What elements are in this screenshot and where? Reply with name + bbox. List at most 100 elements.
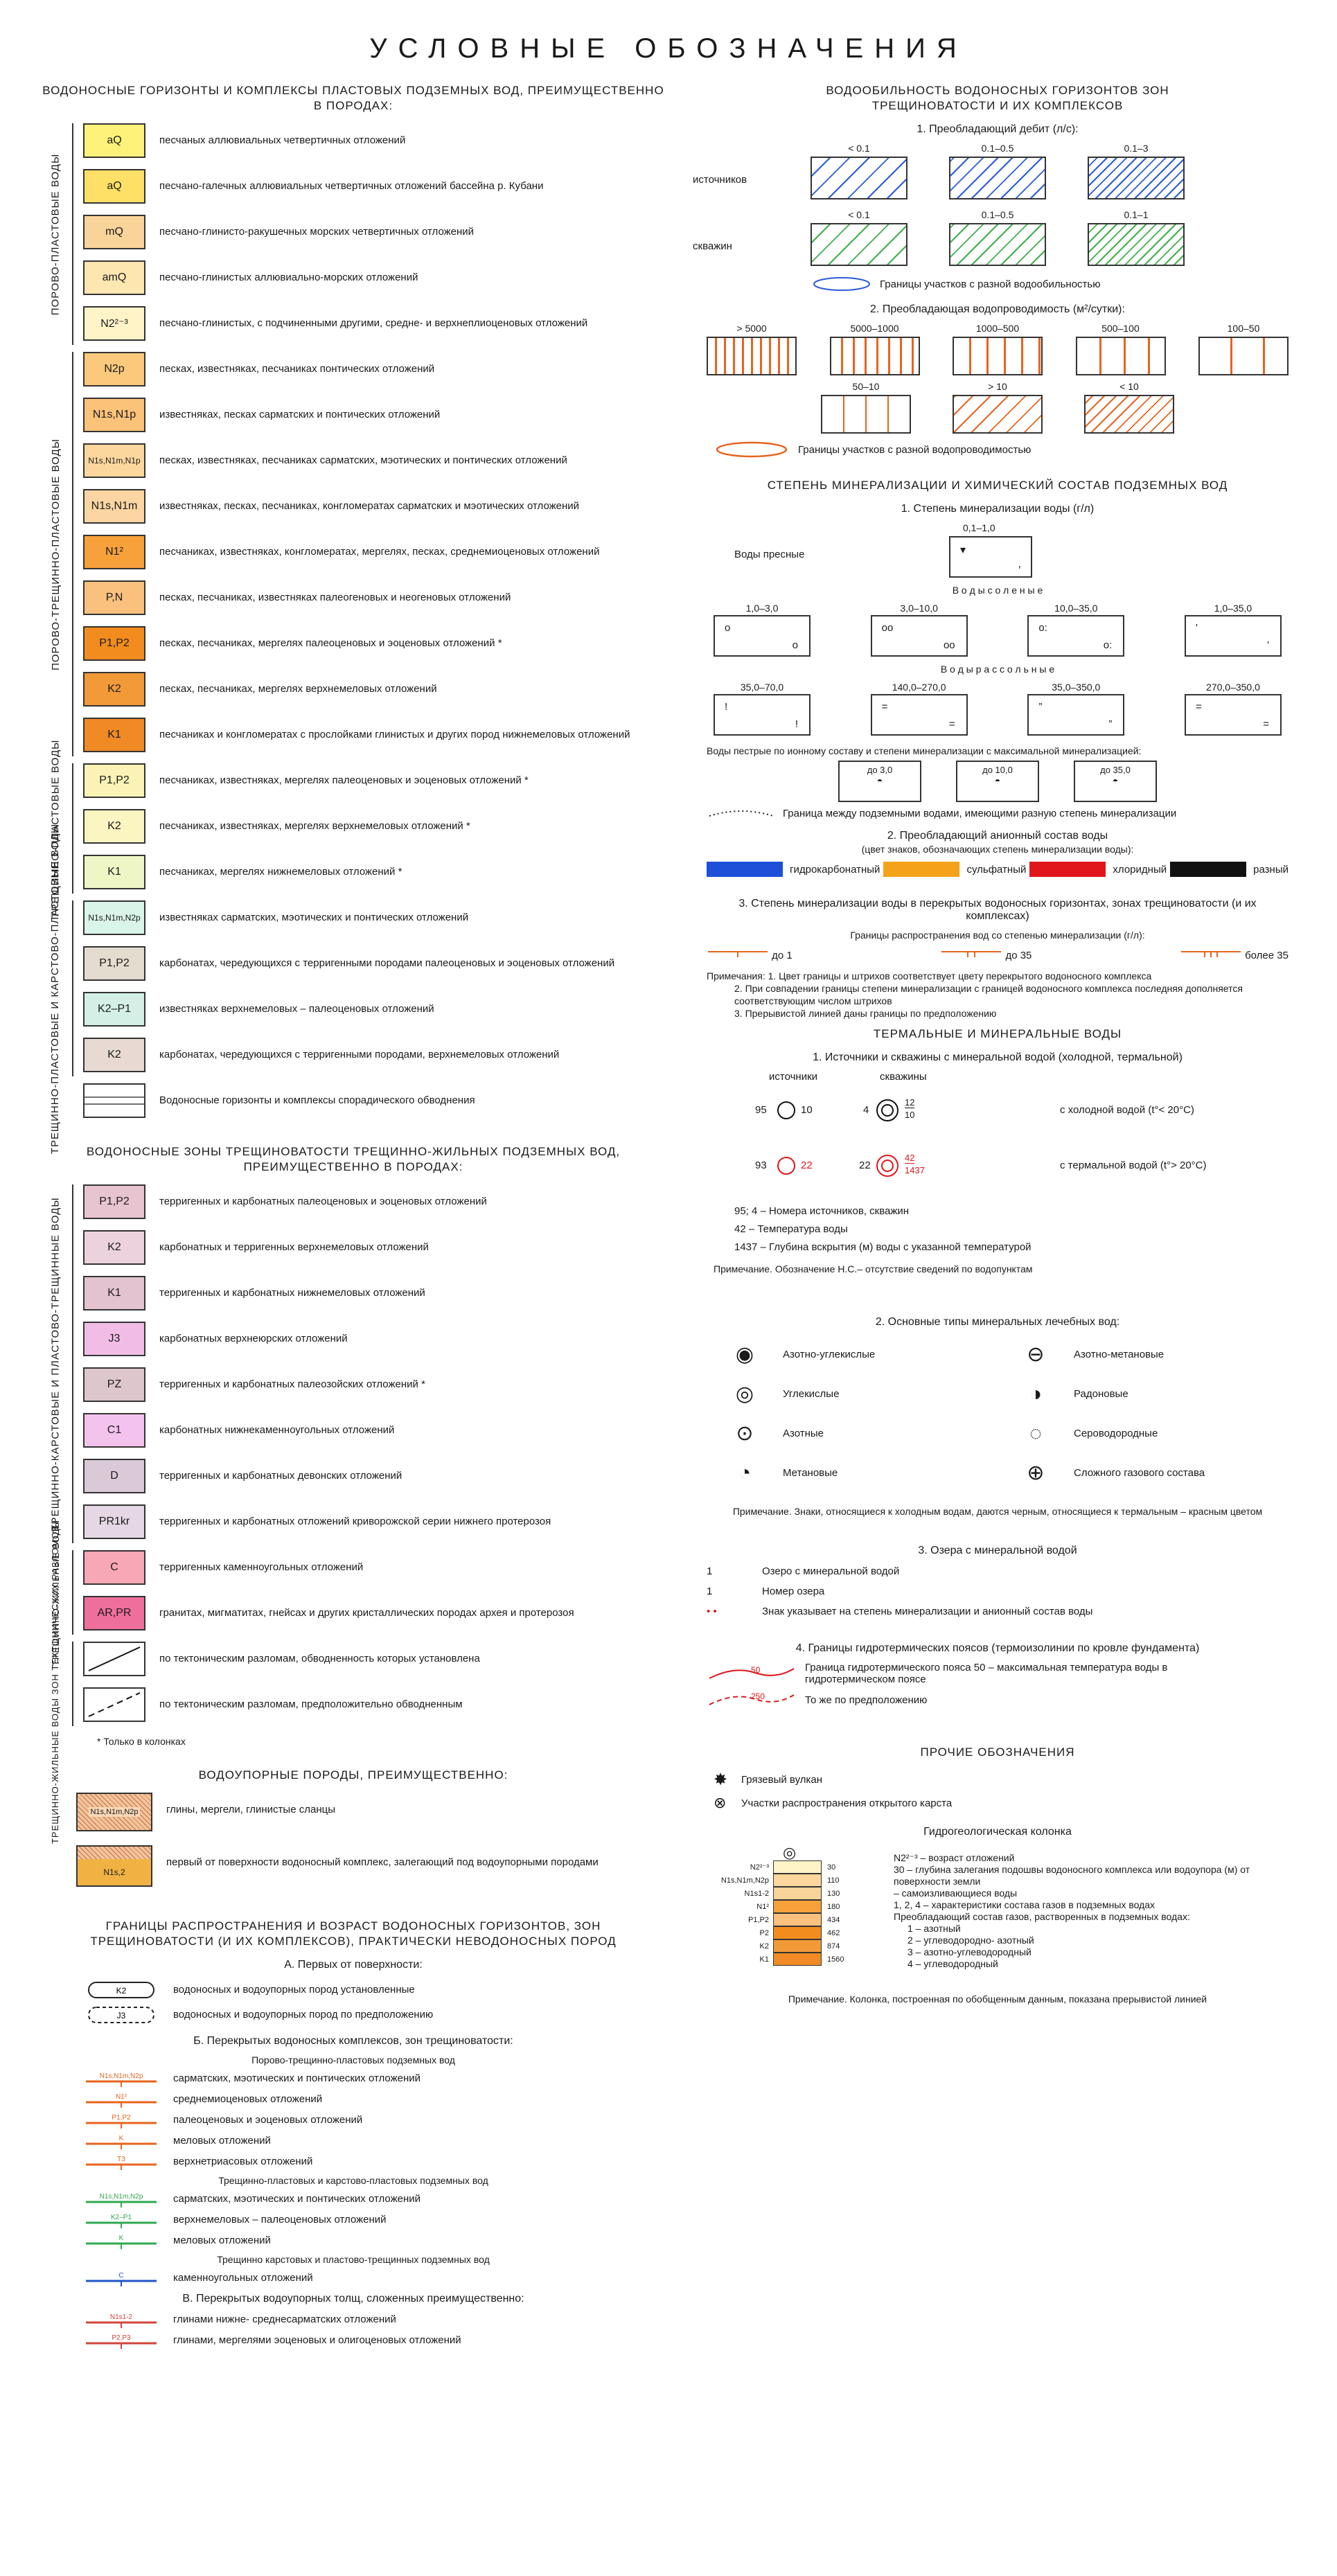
legend-text: терригенных и карбонатных палеоценовых и… xyxy=(159,1196,487,1207)
legend-swatch: aQ xyxy=(83,123,145,158)
anion-swatch xyxy=(707,862,783,877)
mineralization-box: !! xyxy=(714,694,811,736)
water-type-item: ⊕Сложного газового состава xyxy=(998,1461,1289,1485)
legend-swatch: AR,PR xyxy=(83,1596,145,1631)
legend-text: песках, песчаниках, мергелях верхнемелов… xyxy=(159,683,437,695)
legend-text: песках, известняках, песчаниках сарматск… xyxy=(159,454,567,466)
boundary-line-icon: K xyxy=(86,2235,157,2249)
salty-label: В о д ы с о л е н ы е xyxy=(952,585,1043,596)
geo-item-2: 250 То же по предположению xyxy=(707,1689,1302,1710)
legend-text: песчаниках, мергелях нижнемеловых отложе… xyxy=(159,866,402,878)
column-cell xyxy=(773,1900,822,1913)
brine-label: В о д ы р а с с о л ь н ы е xyxy=(940,664,1055,675)
legend-text: песчано-галечных аллювиальных четвертичн… xyxy=(159,180,544,192)
legend-swatch: K1 xyxy=(83,1276,145,1311)
anion-swatch xyxy=(883,862,960,877)
b-sub3: Трещинно карстовых и пластово-трещинных … xyxy=(217,2254,490,2265)
boundary-line-icon: P1,P2 xyxy=(86,2114,157,2129)
right-column: ВОДООБИЛЬНОСТЬ ВОДОНОСНЫХ ГОРИЗОНТОВ ЗОН… xyxy=(693,83,1302,2005)
water-type-icon: ◔ xyxy=(738,1461,752,1484)
svg-text:K2–P1: K2–P1 xyxy=(111,2214,132,2221)
section-aquicludes-head: ВОДОУПОРНЫЕ ПОРОДЫ, ПРЕИМУЩЕСТВЕННО: xyxy=(198,1768,508,1782)
anion-item: разный xyxy=(1170,862,1289,877)
svg-text:N1²: N1² xyxy=(116,2093,127,2101)
legend-swatch: P,N xyxy=(83,580,145,615)
thermal-defs: 95; 4 – Номера источников, скважин 42 – … xyxy=(734,1205,1031,1253)
legend-text: карбонатах, чередующихся с терригенными … xyxy=(159,957,615,969)
types-grid: ◉Азотно-углекислые⊖Азотно-метановые◎Угле… xyxy=(707,1342,1289,1485)
boundary-line-icon: K2–P1 xyxy=(86,2214,157,2228)
hot-well-icon xyxy=(876,1155,898,1177)
legend-text: известняках сарматских, мэотических и по… xyxy=(159,912,469,923)
trans-hatch-box xyxy=(1084,395,1174,434)
cov-item-1: до 1 xyxy=(708,950,793,961)
legend-swatch: K2 xyxy=(83,672,145,707)
boundary-line-icon: N1s,N1m,N2p xyxy=(86,2072,157,2087)
legend-text: терригенных и карбонатных отложений крив… xyxy=(159,1516,551,1527)
under-aquiclude-row: N1s,2 первый от поверхности водоносный к… xyxy=(42,1845,665,1901)
legend-text: песчаниках, известняках, конгломератах, … xyxy=(159,546,600,558)
legend-text: песках, известняках, песчаниках понтичес… xyxy=(159,363,435,375)
mixed-label: Воды пестрые по ионному составу и степен… xyxy=(707,745,1142,756)
fault-assumed-swatch xyxy=(83,1687,145,1722)
mixed-box: до 35,0◓ xyxy=(1074,761,1157,802)
hot-spring-icon xyxy=(777,1157,795,1175)
debit-cell: 0.1–1 xyxy=(1088,209,1185,266)
fault-assumed-text: по тектоническим разломам, предположител… xyxy=(159,1698,463,1710)
section-aquifers-head: ВОДОНОСНЫЕ ГОРИЗОНТЫ И КОМПЛЕКСЫ ПЛАСТОВ… xyxy=(42,84,664,112)
trans-cell: 5000–1000 xyxy=(829,323,920,375)
mineralization-box: == xyxy=(870,694,968,736)
b-sub2: Трещинно-пластовых и карстово-пластовых … xyxy=(218,2175,488,2186)
trans-cell: > 10 xyxy=(953,381,1043,434)
legend-swatch: N1² xyxy=(83,535,145,569)
water-type-item: ◔Метановые xyxy=(707,1461,998,1485)
only-in-columns-note: * Только в колонках xyxy=(97,1736,186,1747)
a-item-established: K2 водоносных и водоупорных пород устано… xyxy=(42,1978,665,2003)
water-type-icon: ◎ xyxy=(735,1383,754,1405)
debit-cell: 0.1–0.5 xyxy=(949,209,1046,266)
debit-hatch-box xyxy=(811,157,907,199)
water-type-item: ◉Азотно-углекислые xyxy=(707,1342,998,1367)
under-aquiclude-swatch: N1s,2 xyxy=(76,1845,152,1887)
mixed-border-row: Граница между подземными водами, имеющим… xyxy=(707,806,1302,820)
legend-text: песках, песчаниках, мергелях палеоценовы… xyxy=(159,637,502,649)
column-cell xyxy=(773,1874,822,1887)
legend-row: P1,P2 карбонатах, чередующихся с терриген… xyxy=(42,946,665,992)
legend-text: известняках верхнемеловых – палеоценовых… xyxy=(159,1003,434,1015)
legend-swatch: K1 xyxy=(83,718,145,752)
cold-well-icon xyxy=(876,1099,898,1121)
boundary-line-icon: N1s1-2 xyxy=(86,2313,157,2328)
water-type-icon: ⊕ xyxy=(1027,1462,1045,1484)
column-cell xyxy=(773,1926,822,1939)
water-type-item: ⊖Азотно-метановые xyxy=(998,1342,1289,1367)
a-head: А. Первых от поверхности: xyxy=(284,1959,423,1971)
water-type-item: ◌Сероводородные xyxy=(998,1421,1289,1446)
legend-text: песках, песчаниках, известняках палеоген… xyxy=(159,592,511,603)
lake-row: • •Знак указывает на степень минерализац… xyxy=(707,1606,1093,1617)
trans-cell: > 5000 xyxy=(707,323,797,375)
mineralization-cell: 35,0–350,0”” xyxy=(1027,682,1125,736)
legend-swatch: C1 xyxy=(83,1413,145,1448)
legend-swatch: aQ xyxy=(83,169,145,204)
legend-swatch: P1,P2 xyxy=(83,946,145,981)
boundary-line-icon: N1s,N1m,N2p xyxy=(86,2193,157,2208)
